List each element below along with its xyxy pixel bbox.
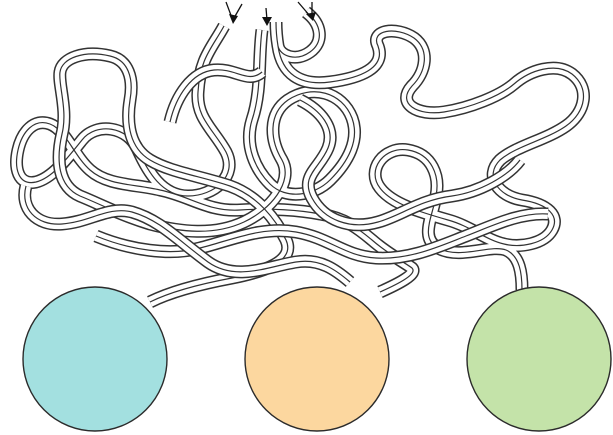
- green-target-circle[interactable]: [466, 286, 612, 432]
- tube-layer: [10, 6, 590, 308]
- tube-path-c[interactable]: [269, 6, 590, 291]
- tube-tangle-loop-3: [296, 94, 526, 232]
- start-arrows: [225, 1, 316, 26]
- down-arrow-icon[interactable]: [297, 1, 316, 21]
- down-arrow-icon[interactable]: [262, 7, 272, 26]
- orange-target-circle[interactable]: [244, 286, 390, 432]
- tube-tangle-loop-2: [18, 184, 355, 287]
- teal-target-circle[interactable]: [22, 286, 168, 432]
- down-arrow-icon[interactable]: [225, 1, 243, 24]
- target-circles: [22, 286, 612, 432]
- tube-tangle-loop-4: [163, 63, 267, 124]
- tube-path-b[interactable]: [52, 29, 362, 308]
